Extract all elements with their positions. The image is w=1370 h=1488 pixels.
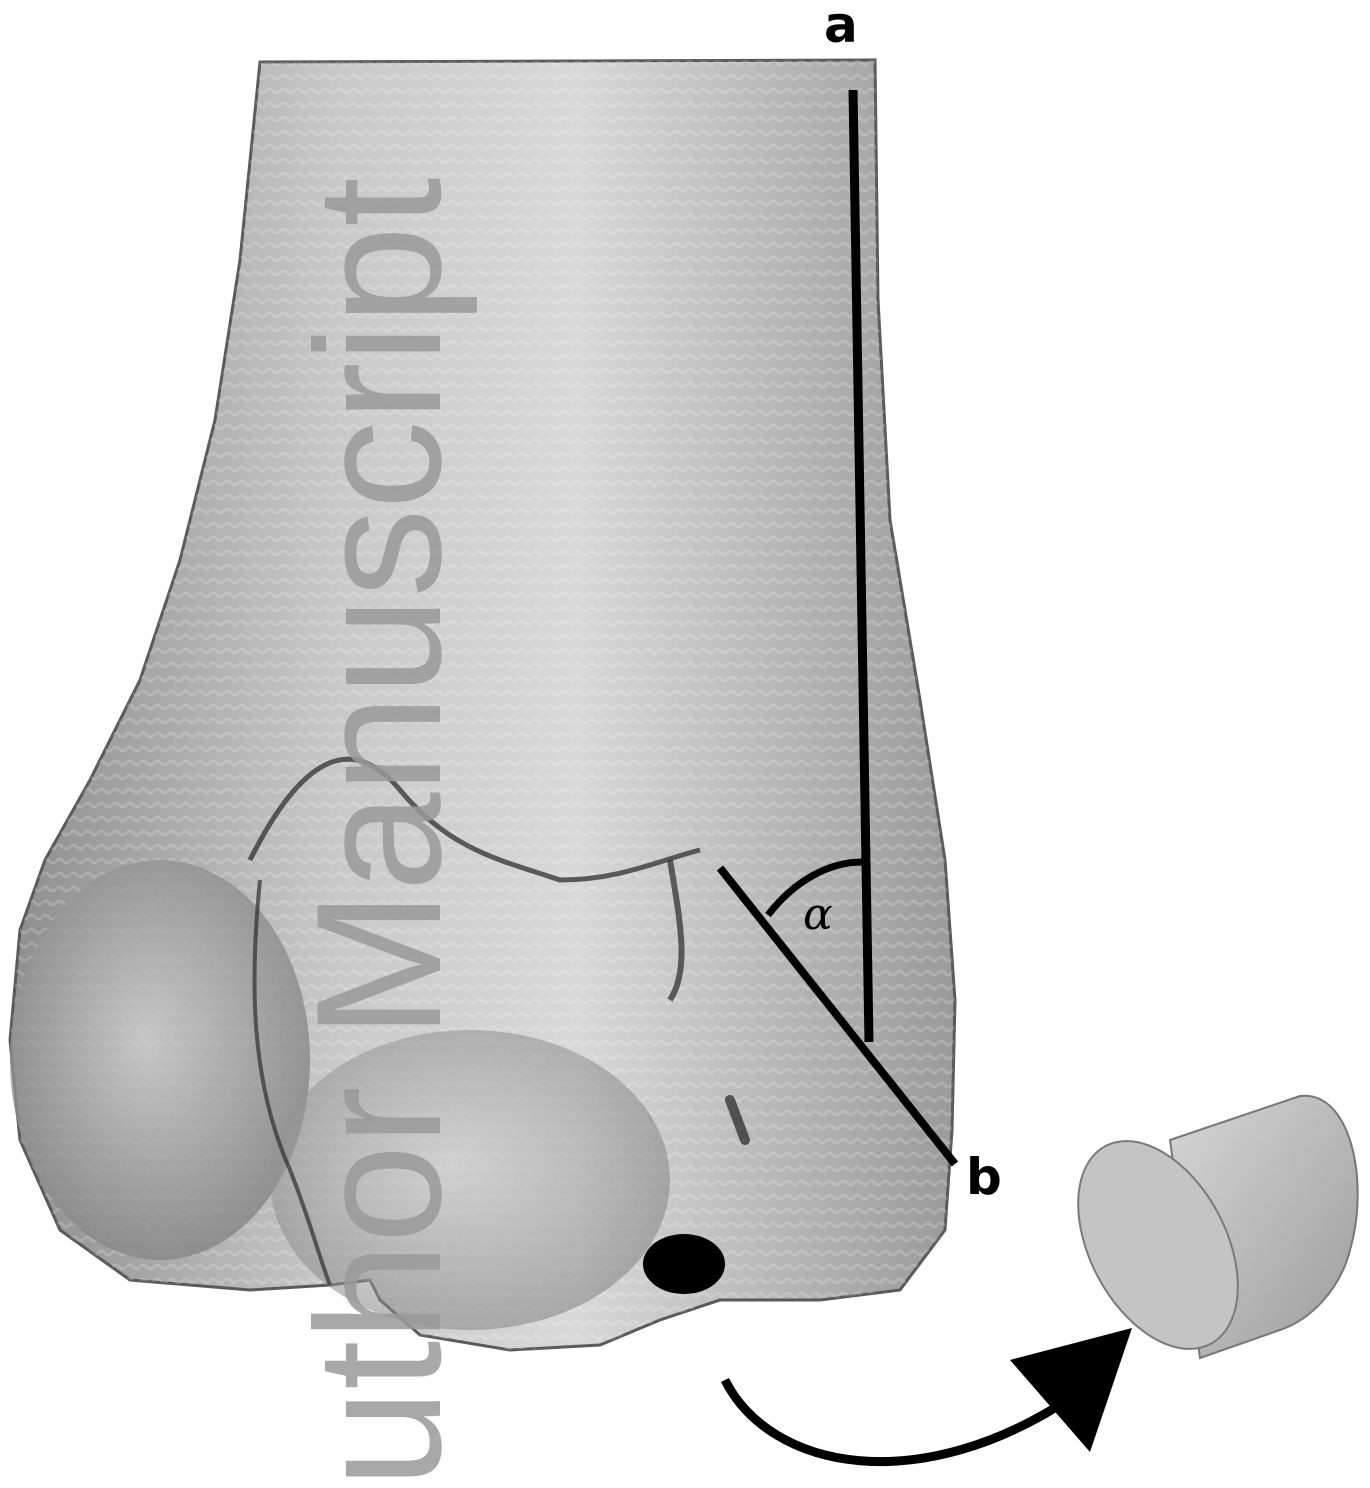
- sampling-site-dot: [643, 1234, 725, 1294]
- bone-plug-cylinder: [1045, 1096, 1357, 1376]
- femur-bone: [10, 60, 955, 1350]
- transfer-arrow-head: [1010, 1328, 1132, 1452]
- label-point-b: b: [966, 1152, 1002, 1202]
- author-manuscript-watermark: uthor Manuscript: [290, 178, 468, 1488]
- lateral-condyle: [10, 860, 310, 1260]
- label-angle-alpha: α: [803, 893, 833, 937]
- label-point-a: a: [824, 0, 858, 50]
- transfer-arrow: [725, 1380, 1075, 1462]
